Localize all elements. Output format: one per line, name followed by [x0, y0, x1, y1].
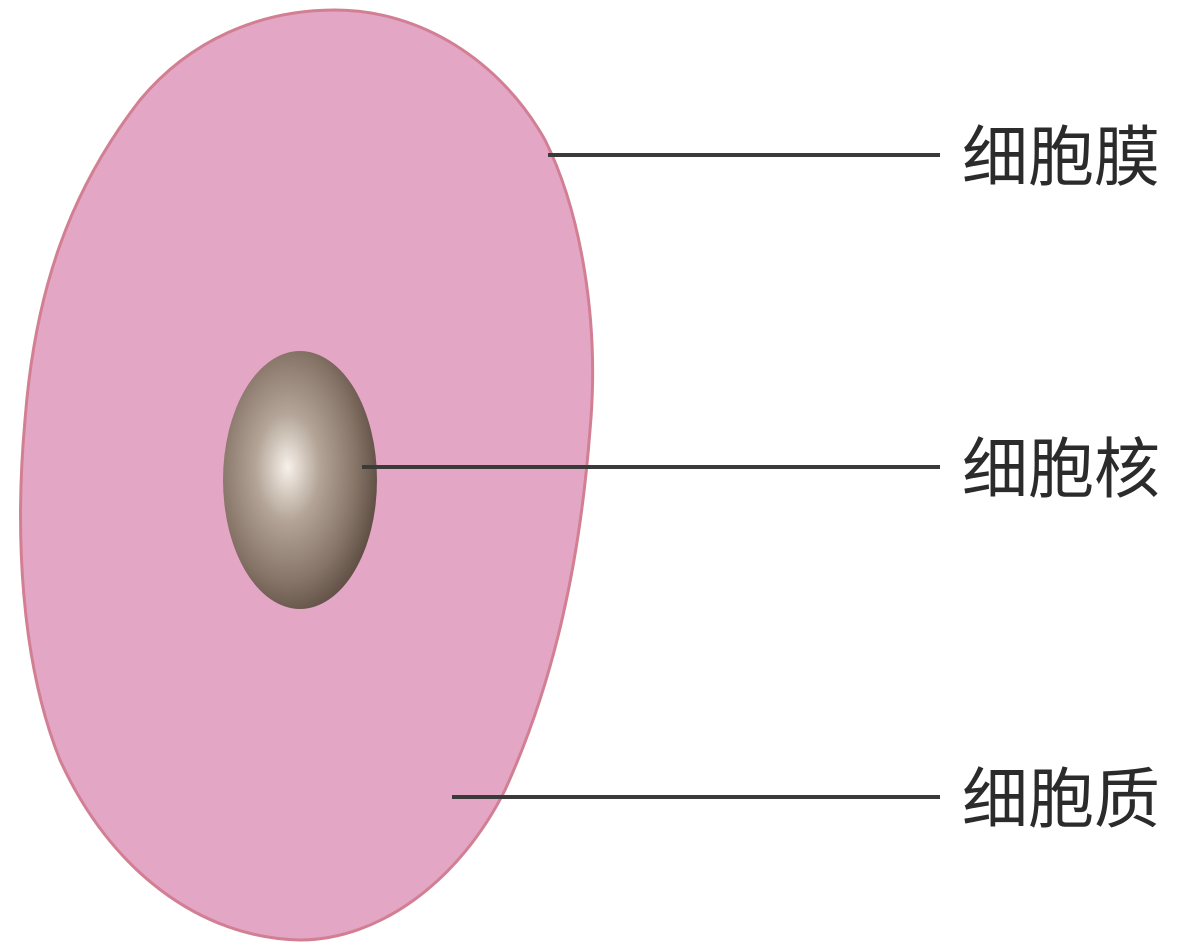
nucleus-shape: [223, 351, 377, 609]
nucleus-label: 细胞核: [962, 431, 1160, 508]
membrane-label: 细胞膜: [962, 119, 1160, 196]
cytoplasm-label: 细胞质: [962, 761, 1160, 838]
